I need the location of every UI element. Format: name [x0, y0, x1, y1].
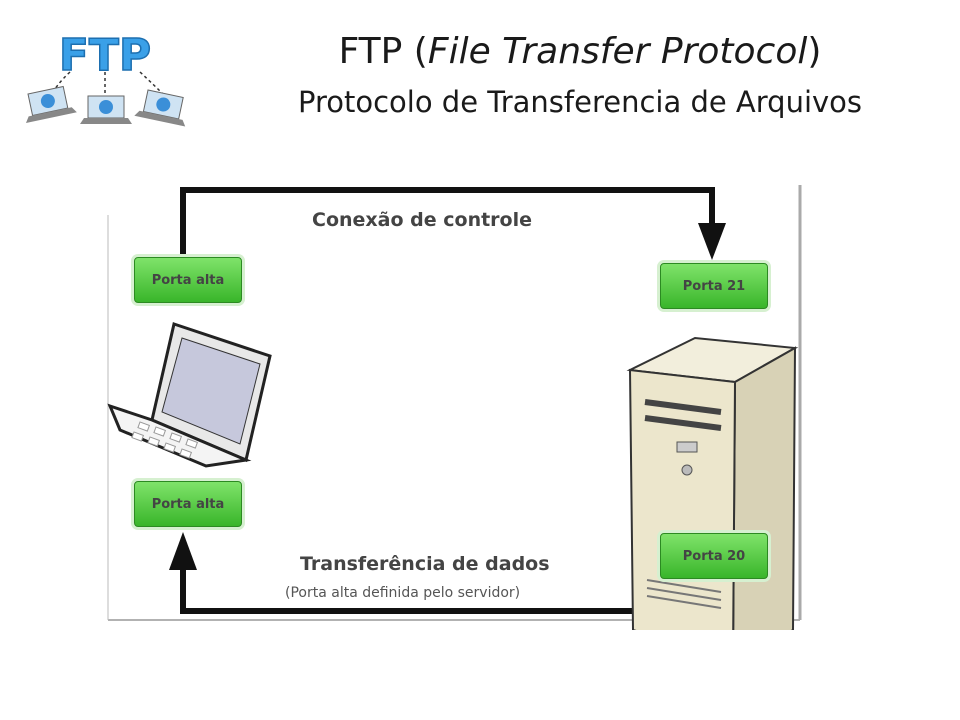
page-title: FTP (File Transfer Protocol): [338, 31, 822, 72]
logo-laptop-center-icon: [80, 95, 132, 124]
control-arrowhead-icon: [698, 223, 726, 260]
client-port-control: Porta alta: [134, 257, 242, 303]
logo-laptop-left-icon: [25, 85, 77, 124]
data-transfer-note: (Porta alta definida pelo servidor): [285, 585, 521, 601]
laptop-icon: [107, 322, 272, 468]
control-connection-line: [180, 187, 715, 255]
control-connection-label: Conexão de controle: [312, 209, 533, 231]
data-transfer-label: Transferência de dados: [300, 553, 550, 575]
server-tower-icon: [626, 336, 799, 630]
server-port-21: Porta 21: [660, 263, 768, 309]
page-subtitle: Protocolo de Transferencia de Arquivos: [297, 85, 863, 119]
title-block: FTP (File Transfer Protocol) Protocolo d…: [200, 28, 960, 124]
logo-laptop-right-icon: [134, 89, 186, 127]
logo-text: FTP: [59, 30, 151, 81]
server-port-20: Porta 20: [660, 533, 768, 579]
ftp-logo-icon: FTP: [25, 29, 186, 127]
data-arrowhead-icon: [169, 532, 197, 570]
ftp-diagram: Conexão de controle Transferência de dad…: [100, 175, 810, 630]
client-port-data: Porta alta: [134, 481, 242, 527]
